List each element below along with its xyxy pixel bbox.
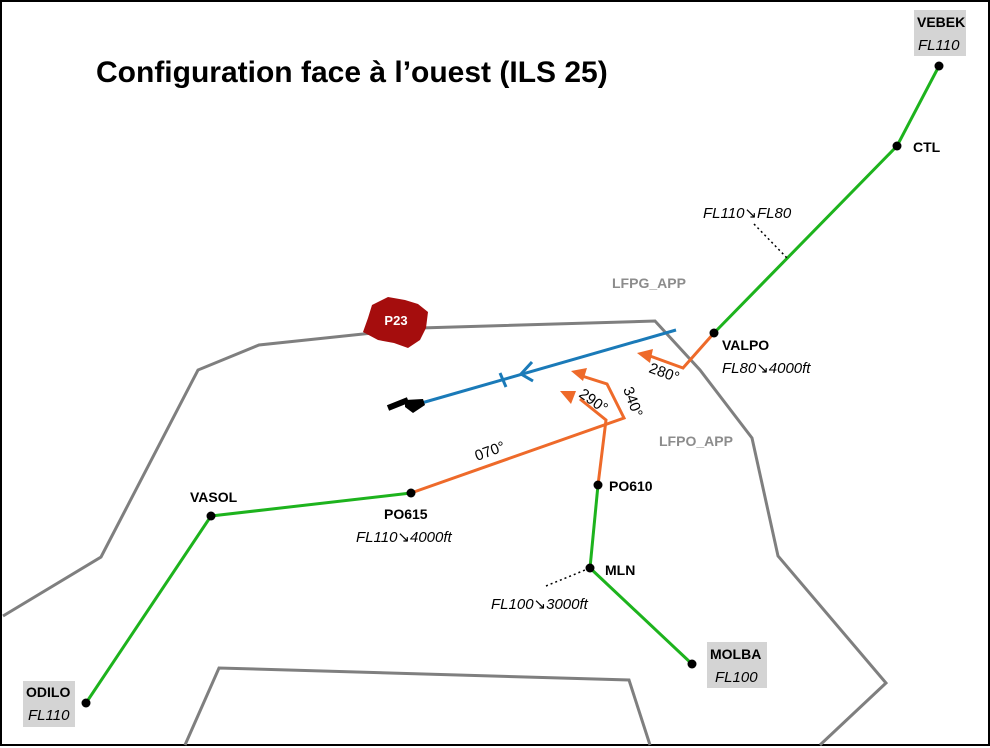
waypoint-label-po610: PO610 bbox=[609, 478, 653, 494]
waypoint-level-po615: FL110↘4000ft bbox=[356, 529, 453, 546]
waypoint-ctl bbox=[892, 141, 902, 151]
route-vasol-po615 bbox=[210, 491, 412, 518]
radar-vectors bbox=[410, 332, 716, 495]
arrow-icon bbox=[571, 368, 587, 381]
sector-label-lfpo: LFPO_APP bbox=[659, 433, 733, 449]
ils-final-approach bbox=[417, 328, 677, 406]
waypoint-valpo bbox=[709, 328, 719, 338]
ils-marker-tick bbox=[498, 372, 508, 388]
waypoint-label-po615: PO615 bbox=[384, 506, 428, 522]
waypoint-level-valpo: FL80↘4000ft bbox=[722, 360, 811, 377]
waypoint-level-odilo: FL110 bbox=[28, 707, 70, 724]
waypoint-vasol bbox=[206, 511, 216, 521]
arrow-icon bbox=[637, 349, 653, 363]
vector-valpo bbox=[649, 332, 716, 370]
route-ctl-valpo bbox=[712, 144, 899, 335]
waypoint-label-odilo: ODILO bbox=[26, 684, 70, 700]
waypoints bbox=[81, 61, 944, 708]
waypoint-po615 bbox=[406, 488, 416, 498]
gate-box-vebek bbox=[914, 10, 966, 56]
arrival-routes bbox=[84, 65, 941, 704]
waypoint-molba bbox=[687, 659, 697, 669]
sector-label-lfpg: LFPG_APP bbox=[612, 275, 686, 291]
vector-po615-070 bbox=[410, 374, 627, 495]
gate-box-molba bbox=[707, 642, 767, 688]
waypoint-level-vebek: FL110 bbox=[918, 37, 960, 54]
waypoint-label-vebek: VEBEK bbox=[917, 14, 965, 30]
page-title: Configuration face à l’ouest (ILS 25) bbox=[96, 56, 608, 89]
sector-boundary-south bbox=[183, 666, 652, 746]
heading-280: 280° bbox=[647, 360, 682, 387]
sector-boundaries bbox=[2, 319, 889, 747]
waypoint-level-molba: FL100 bbox=[715, 669, 758, 686]
restricted-area-p23 bbox=[363, 297, 428, 348]
vector-arrowheads bbox=[560, 349, 653, 404]
restricted-area-label: P23 bbox=[384, 313, 407, 328]
waypoint-odilo bbox=[81, 698, 91, 708]
constraint-ctl-valpo: FL110↘FL80 bbox=[703, 205, 792, 222]
sector-boundary-north bbox=[2, 319, 889, 747]
gate-box-odilo bbox=[23, 681, 75, 727]
vector-po610 bbox=[579, 397, 608, 486]
route-mln-po610 bbox=[588, 484, 600, 569]
waypoint-label-molba: MOLBA bbox=[710, 646, 761, 662]
route-molba-mln bbox=[588, 566, 694, 666]
route-odilo-vasol bbox=[84, 515, 213, 704]
arrow-icon bbox=[560, 391, 576, 404]
waypoint-label-ctl: CTL bbox=[913, 139, 941, 155]
heading-290: 290° bbox=[576, 385, 611, 417]
constraint-leader-ctl-valpo bbox=[753, 223, 788, 259]
constraint-mln: FL100↘3000ft bbox=[491, 596, 589, 613]
waypoint-mln bbox=[585, 563, 595, 573]
runway-icon bbox=[386, 397, 425, 413]
constraint-leader-mln bbox=[545, 567, 591, 587]
waypoint-vebek bbox=[934, 61, 944, 71]
waypoint-label-mln: MLN bbox=[605, 562, 635, 578]
gate-boxes bbox=[23, 10, 966, 727]
waypoint-label-vasol: VASOL bbox=[190, 489, 238, 505]
route-vebek-ctl bbox=[895, 65, 941, 147]
ils-direction-chevron bbox=[518, 360, 534, 383]
waypoint-label-valpo: VALPO bbox=[722, 337, 769, 353]
waypoint-po610 bbox=[593, 480, 603, 490]
